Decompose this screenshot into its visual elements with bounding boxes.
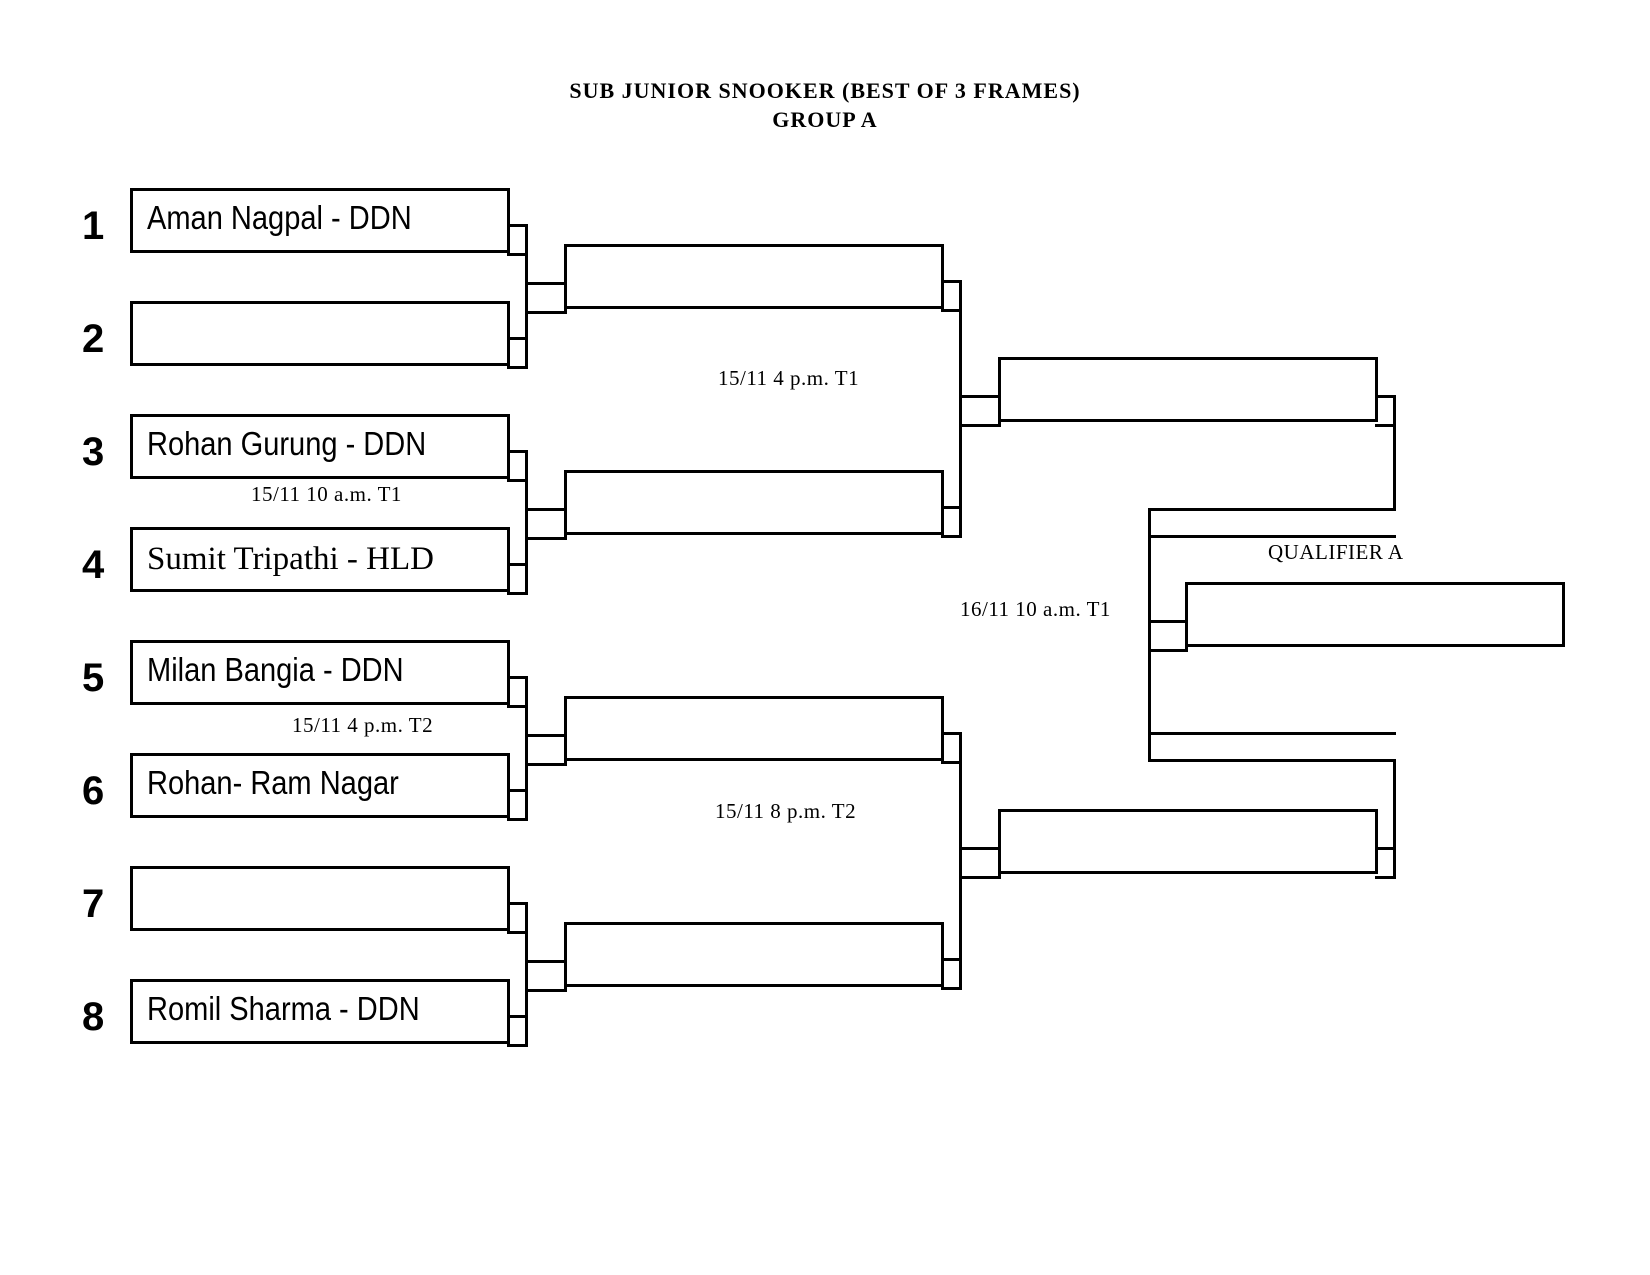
- seed-number-5: 5: [82, 656, 105, 700]
- bracket-subtitle: GROUP A: [772, 107, 878, 132]
- round2-slot-4: [564, 922, 944, 987]
- player-slot-2: [130, 301, 510, 366]
- qualifier-label: QUALIFIER A: [1268, 540, 1404, 564]
- player-name-6: Rohan- Ram Nagar: [147, 764, 399, 801]
- final-connector-top: [1148, 508, 1396, 538]
- connector-line: [1393, 732, 1396, 879]
- round3-slot-2: [998, 809, 1378, 874]
- player-slot-3: Rohan Gurung - DDN: [130, 414, 510, 479]
- schedule-match-3-4: 15/11 10 a.m. T1: [251, 482, 402, 506]
- player-name-3: Rohan Gurung - DDN: [147, 425, 427, 462]
- player-slot-6: Rohan- Ram Nagar: [130, 753, 510, 818]
- player-slot-1: Aman Nagpal - DDN: [130, 188, 510, 253]
- bracket-title: SUB JUNIOR SNOOKER (BEST OF 3 FRAMES): [569, 78, 1081, 103]
- connector-box: [959, 847, 1001, 879]
- connector-box: [525, 508, 567, 540]
- player-name-5: Milan Bangia - DDN: [147, 651, 404, 688]
- schedule-match-5-6: 15/11 4 p.m. T2: [292, 713, 434, 737]
- player-name-8: Romil Sharma - DDN: [147, 990, 420, 1027]
- round3-slot-1: [998, 357, 1378, 422]
- final-connector-bottom: [1148, 732, 1396, 762]
- connector-line: [1393, 395, 1396, 538]
- schedule-final: 16/11 10 a.m. T1: [960, 597, 1111, 621]
- player-slot-7: [130, 866, 510, 931]
- connector-box: [525, 282, 567, 314]
- connector-box: [1148, 620, 1188, 652]
- schedule-semi-top: 15/11 4 p.m. T1: [718, 366, 860, 390]
- seed-number-2: 2: [82, 317, 105, 361]
- round2-slot-1: [564, 244, 944, 309]
- seed-number-8: 8: [82, 995, 105, 1039]
- seed-number-7: 7: [82, 882, 105, 926]
- round2-slot-3: [564, 696, 944, 761]
- seed-number-3: 3: [82, 430, 105, 474]
- connector-box: [959, 395, 1001, 427]
- seed-number-6: 6: [82, 769, 105, 813]
- player-slot-4: Sumit Tripathi - HLD: [130, 527, 510, 592]
- connector-box: [525, 960, 567, 992]
- schedule-semi-bottom: 15/11 8 p.m. T2: [715, 799, 857, 823]
- player-slot-5: Milan Bangia - DDN: [130, 640, 510, 705]
- player-name-1: Aman Nagpal - DDN: [147, 199, 412, 236]
- qualifier-slot: [1185, 582, 1565, 647]
- player-name-4: Sumit Tripathi - HLD: [147, 541, 434, 577]
- round2-slot-2: [564, 470, 944, 535]
- player-slot-8: Romil Sharma - DDN: [130, 979, 510, 1044]
- connector-box: [525, 734, 567, 766]
- seed-number-4: 4: [82, 543, 105, 587]
- seed-number-1: 1: [82, 204, 105, 248]
